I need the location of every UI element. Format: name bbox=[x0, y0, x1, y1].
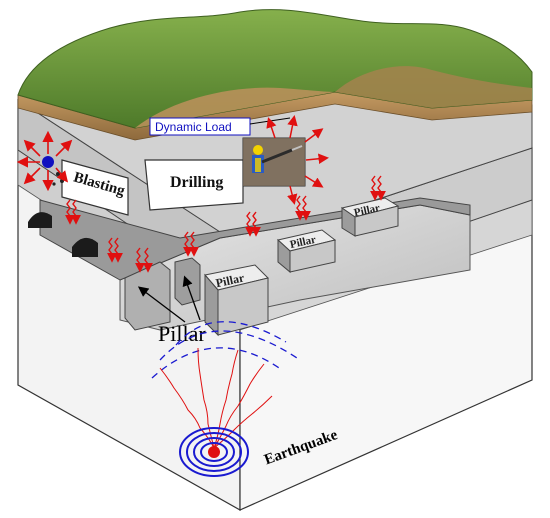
drift-opening-2 bbox=[72, 237, 98, 257]
drilling-sign: Drilling Dynamic Load bbox=[144, 115, 329, 211]
load-arrow-icon bbox=[143, 247, 153, 273]
blasting-board bbox=[61, 159, 129, 216]
drill-arrows bbox=[266, 115, 329, 205]
pillar-1-label: Pillar bbox=[214, 270, 246, 290]
drift-opening-1 bbox=[28, 212, 52, 228]
pillar-callout: Pillar bbox=[137, 275, 206, 346]
wave-fronts bbox=[151, 321, 301, 379]
load-arrow-icon bbox=[295, 195, 305, 221]
load-arrow-icon bbox=[113, 237, 123, 263]
drilling-board bbox=[144, 159, 244, 211]
pillar-front: Pillar bbox=[204, 264, 269, 337]
pillar-left-b bbox=[174, 257, 201, 306]
soil-front-right bbox=[335, 66, 532, 108]
load-arrow-icon bbox=[376, 175, 386, 201]
blasting-sign: Blasting bbox=[16, 130, 129, 216]
load-arrow-icon bbox=[251, 211, 261, 237]
pillar-pointer-2 bbox=[182, 275, 201, 321]
load-arrow-icon bbox=[65, 199, 75, 225]
load-arrow-icon bbox=[135, 247, 145, 273]
load-arrows bbox=[65, 175, 386, 273]
blast-star-icon bbox=[16, 130, 73, 192]
pillar-3-label: Pillar bbox=[353, 202, 381, 219]
load-arrow-icon bbox=[301, 195, 311, 221]
load-arrow-icon bbox=[107, 237, 117, 263]
drilling-label: Drilling bbox=[170, 174, 223, 191]
pillars: Pillar Pillar Pillar bbox=[124, 197, 400, 337]
dynamic-load-label: Dynamic Load bbox=[155, 120, 232, 134]
pillar-2-label: Pillar bbox=[289, 234, 317, 251]
pillar-middle: Pillar bbox=[276, 229, 337, 274]
load-arrow-icon bbox=[183, 231, 193, 257]
load-arrow-icon bbox=[71, 199, 81, 225]
load-arrow-icon bbox=[189, 231, 199, 257]
load-arrow-icon bbox=[245, 211, 255, 237]
driller-worker-icon bbox=[242, 137, 306, 187]
earthquake-focus-icon bbox=[179, 427, 249, 477]
load-arrow-icon bbox=[370, 175, 380, 201]
pillar-pointer-1 bbox=[137, 286, 186, 323]
dynamic-load-box bbox=[149, 117, 251, 136]
pillar-back: Pillar bbox=[340, 197, 400, 237]
